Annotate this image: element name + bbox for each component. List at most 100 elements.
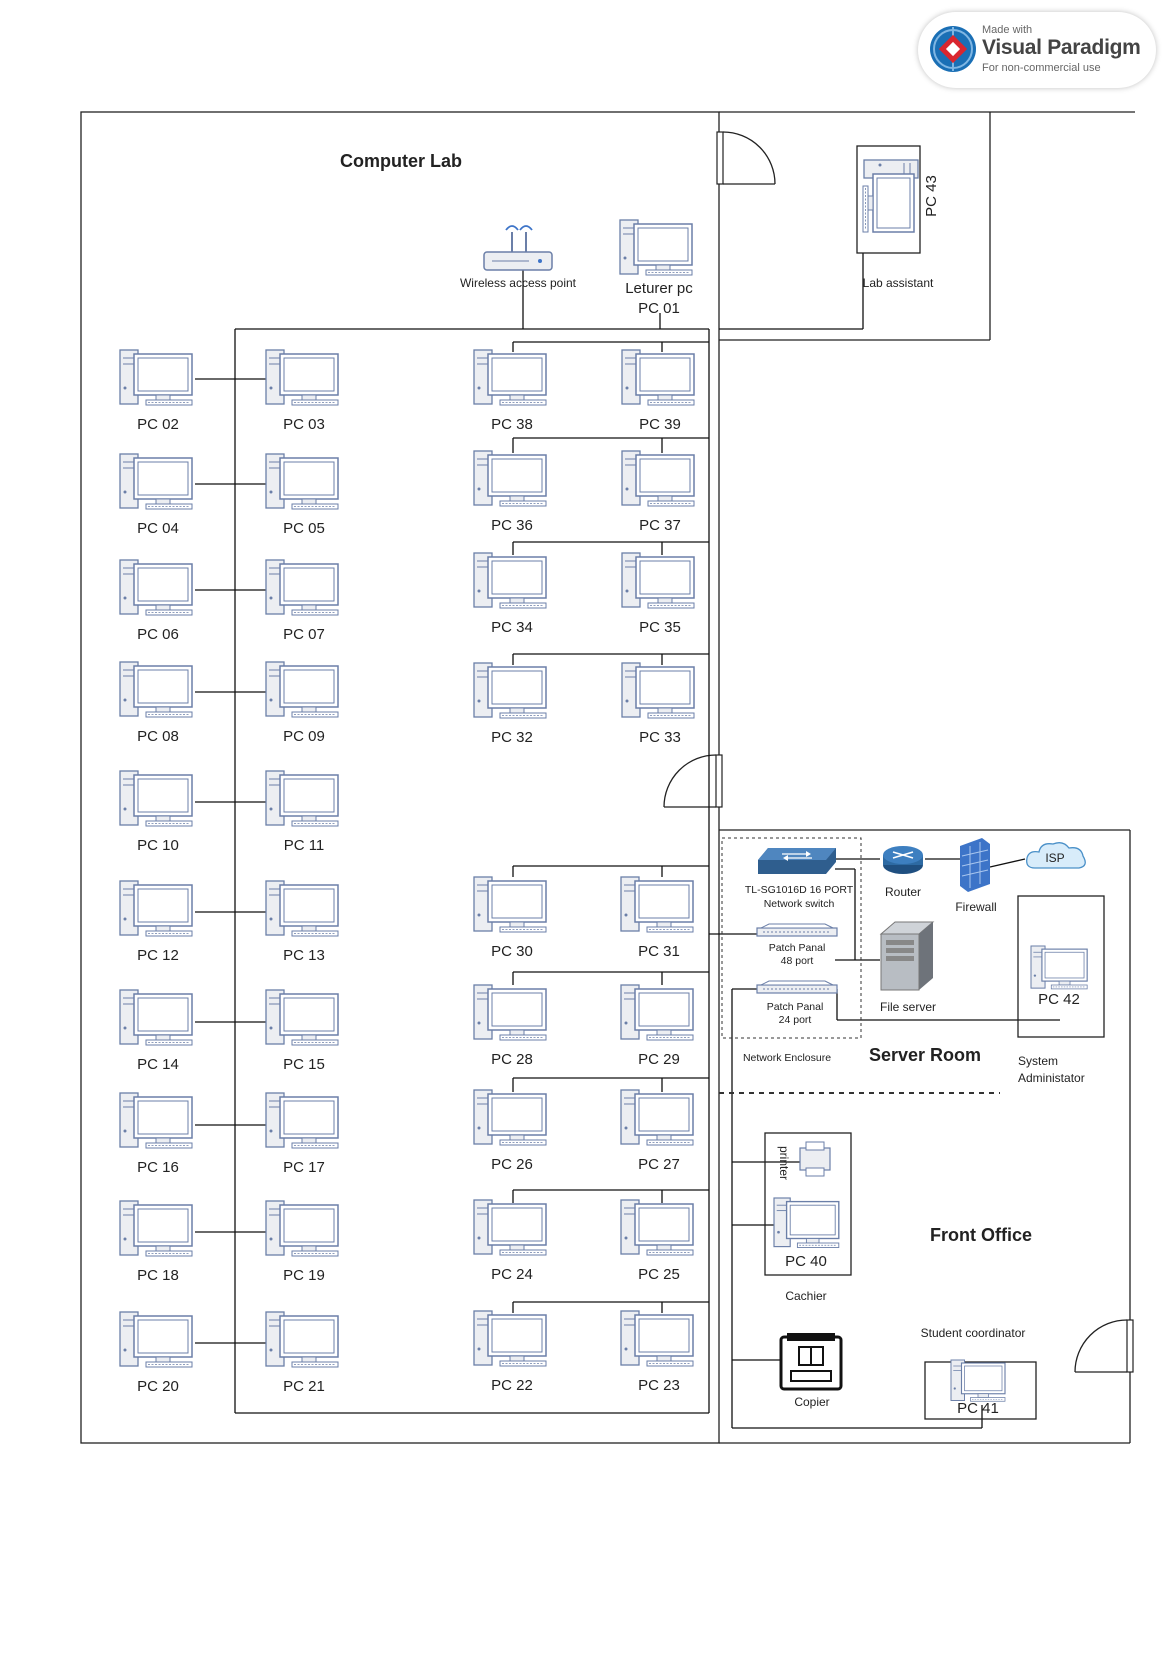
computer-icon <box>265 661 339 718</box>
lab-pc-31[interactable]: PC 28 <box>473 984 547 1068</box>
computer-icon <box>473 552 547 609</box>
computer-icon <box>621 552 695 609</box>
door-lab-front <box>663 754 723 808</box>
computer-icon <box>621 450 695 507</box>
printer-label: printer <box>777 1146 791 1180</box>
lab-pc-21[interactable]: PC 38 <box>473 349 547 433</box>
lab-pc-23[interactable]: PC 36 <box>473 450 547 534</box>
lab-pc-12[interactable]: PC 13 <box>265 880 339 964</box>
lab-pc-8[interactable]: PC 09 <box>265 661 339 745</box>
lab-pc-15[interactable]: PC 16 <box>119 1092 193 1176</box>
computer-icon <box>265 1092 339 1149</box>
door-front-office <box>1074 1319 1134 1373</box>
isp-cloud-icon[interactable] <box>1026 842 1086 869</box>
cashier-pc-icon[interactable] <box>773 1197 840 1249</box>
lab-pc-5[interactable]: PC 06 <box>119 559 193 643</box>
lab-pc-18[interactable]: PC 19 <box>265 1200 339 1284</box>
lab-pc-38[interactable]: PC 23 <box>620 1310 694 1394</box>
lab-pc-3[interactable]: PC 04 <box>119 453 193 537</box>
lab-pc-32[interactable]: PC 29 <box>620 984 694 1068</box>
pc-label: PC 30 <box>491 943 533 960</box>
cashier-pc-label: PC 40 <box>785 1253 827 1270</box>
lab-pc-11[interactable]: PC 12 <box>119 880 193 964</box>
lab-assistant-label: Lab assistant <box>863 276 934 290</box>
lab-pc-26[interactable]: PC 35 <box>621 552 695 636</box>
computer-icon <box>119 559 193 616</box>
pc-label: PC 36 <box>491 517 533 534</box>
lab-pc-7[interactable]: PC 08 <box>119 661 193 745</box>
pc-label: PC 07 <box>283 626 325 643</box>
lab-pc-9[interactable]: PC 10 <box>119 770 193 854</box>
lab-pc-10[interactable]: PC 11 <box>265 770 339 854</box>
computer-icon <box>119 1200 193 1257</box>
room-title-computer-lab: Computer Lab <box>340 151 462 171</box>
computer-icon <box>620 876 694 933</box>
sysadmin-label-b: Administator <box>1018 1071 1085 1085</box>
lab-pc-14[interactable]: PC 15 <box>265 989 339 1073</box>
lab-pc-37[interactable]: PC 22 <box>473 1310 547 1394</box>
computer-icon <box>620 984 694 1041</box>
wireless-access-point-icon[interactable] <box>483 225 553 271</box>
lab-pc-1[interactable]: PC 02 <box>119 349 193 433</box>
pc-label: PC 23 <box>638 1377 680 1394</box>
badge-brand: Visual Paradigm <box>982 36 1141 59</box>
pc-label: PC 17 <box>283 1159 325 1176</box>
pc-label: PC 10 <box>137 837 179 854</box>
lab-pc-28[interactable]: PC 33 <box>621 662 695 746</box>
lecturer-pc-icon[interactable] <box>619 219 693 276</box>
lab-pc-34[interactable]: PC 27 <box>620 1089 694 1173</box>
computer-icon <box>119 1092 193 1149</box>
lab-pc-29[interactable]: PC 30 <box>473 876 547 960</box>
room-title-server-room: Server Room <box>869 1045 981 1065</box>
pc-label: PC 12 <box>137 947 179 964</box>
sysadmin-label-a: System <box>1018 1054 1058 1068</box>
computer-icon <box>265 559 339 616</box>
switch-model-label: TL-SG1016D 16 PORT <box>745 884 854 896</box>
router-icon[interactable] <box>883 846 923 874</box>
sysadmin-pc-icon[interactable] <box>1030 945 1088 990</box>
lab-pc-4[interactable]: PC 05 <box>265 453 339 537</box>
patch-panel-24-icon[interactable] <box>756 980 838 994</box>
pc-label: PC 14 <box>137 1056 179 1073</box>
lab-pc-36[interactable]: PC 25 <box>620 1199 694 1283</box>
pc-label: PC 18 <box>137 1267 179 1284</box>
pc-label: PC 04 <box>137 520 179 537</box>
firewall-icon[interactable] <box>960 838 990 892</box>
lecturer-pc-label: PC 01 <box>638 300 680 317</box>
isp-label: ISP <box>1045 851 1064 865</box>
pc-label: PC 27 <box>638 1156 680 1173</box>
lab-pc-19[interactable]: PC 20 <box>119 1311 193 1395</box>
computer-icon <box>265 1311 339 1368</box>
printer-icon[interactable] <box>799 1141 831 1177</box>
pc-label: PC 19 <box>283 1267 325 1284</box>
lab-pc-27[interactable]: PC 32 <box>473 662 547 746</box>
computer-icon <box>119 1311 193 1368</box>
computer-icon <box>620 1310 694 1367</box>
student-pc-icon[interactable] <box>950 1359 1006 1402</box>
patch-panel-48-icon[interactable] <box>756 923 838 937</box>
lab-pc-22[interactable]: PC 39 <box>621 349 695 433</box>
file-server-icon[interactable] <box>879 921 935 991</box>
lab-pc-25[interactable]: PC 34 <box>473 552 547 636</box>
pc-label: PC 05 <box>283 520 325 537</box>
pc-label: PC 31 <box>638 943 680 960</box>
firewall-label: Firewall <box>955 900 996 914</box>
lab-pc-16[interactable]: PC 17 <box>265 1092 339 1176</box>
visual-paradigm-badge: Made with Visual Paradigm For non-commer… <box>918 12 1156 88</box>
network-switch-icon[interactable] <box>758 848 836 874</box>
badge-note: For non-commercial use <box>982 62 1101 74</box>
lecturer-title: Leturer pc <box>625 280 693 297</box>
copier-icon[interactable] <box>779 1333 843 1391</box>
lab-pc-30[interactable]: PC 31 <box>620 876 694 960</box>
lab-pc-17[interactable]: PC 18 <box>119 1200 193 1284</box>
lab-pc-35[interactable]: PC 24 <box>473 1199 547 1283</box>
lab-pc-13[interactable]: PC 14 <box>119 989 193 1073</box>
lab-pc-20[interactable]: PC 21 <box>265 1311 339 1395</box>
sysadmin-box <box>1017 895 1105 1038</box>
lab-pc-2[interactable]: PC 03 <box>265 349 339 433</box>
lab-pc-24[interactable]: PC 37 <box>621 450 695 534</box>
lab-pc-6[interactable]: PC 07 <box>265 559 339 643</box>
lab-pc-33[interactable]: PC 26 <box>473 1089 547 1173</box>
computer-icon <box>119 453 193 510</box>
